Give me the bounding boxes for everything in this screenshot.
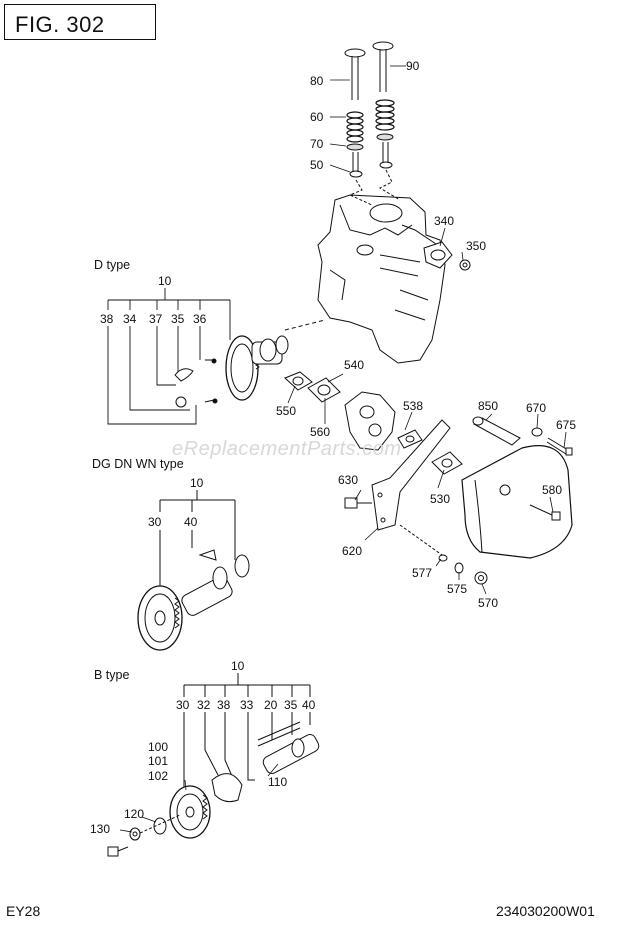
intake-and-muffler xyxy=(284,371,573,585)
label-b-120: 120 xyxy=(124,807,144,821)
label-g-10: 10 xyxy=(190,476,204,490)
label-d-37: 37 xyxy=(149,312,163,326)
label-575: 575 xyxy=(447,582,467,596)
label-540: 540 xyxy=(344,358,364,372)
label-90: 90 xyxy=(406,59,420,73)
label-d-34: 34 xyxy=(123,312,137,326)
label-b-102: 102 xyxy=(148,769,168,783)
label-b-35: 35 xyxy=(284,698,298,712)
d-type-bracket xyxy=(107,288,231,425)
label-340: 340 xyxy=(434,214,454,228)
leader-lines xyxy=(119,65,567,833)
label-b-20: 20 xyxy=(264,698,278,712)
label-b-130: 130 xyxy=(90,822,110,836)
label-d-38: 38 xyxy=(100,312,114,326)
label-b-10: 10 xyxy=(231,659,245,673)
label-d-10: 10 xyxy=(158,274,172,288)
label-670: 670 xyxy=(526,401,546,415)
label-560: 560 xyxy=(310,425,330,439)
footer-model: EY28 xyxy=(6,903,41,919)
label-b-32: 32 xyxy=(197,698,211,712)
label-b-40: 40 xyxy=(302,698,316,712)
label-d-35: 35 xyxy=(171,312,185,326)
dg-type-camshaft xyxy=(137,490,250,651)
group-label-b-type: B type xyxy=(94,668,129,682)
label-g-30: 30 xyxy=(148,515,162,529)
label-d-36: 36 xyxy=(193,312,207,326)
figure-title: FIG. 302 xyxy=(15,12,105,37)
label-b-110: 110 xyxy=(268,775,287,789)
label-b-30: 30 xyxy=(176,698,190,712)
label-538: 538 xyxy=(403,399,423,413)
label-70: 70 xyxy=(310,137,324,151)
group-label-d-type: D type xyxy=(94,258,130,272)
b-type-camshaft xyxy=(107,673,320,857)
label-630: 630 xyxy=(338,473,358,487)
group-label-dg-type: DG DN WN type xyxy=(92,457,184,471)
label-550: 550 xyxy=(276,404,296,418)
label-577: 577 xyxy=(412,566,432,580)
label-675: 675 xyxy=(556,418,576,432)
d-type-camshaft xyxy=(174,335,289,408)
label-b-101: 101 xyxy=(148,754,168,768)
label-350: 350 xyxy=(466,239,486,253)
figure-title-box: FIG. 302 xyxy=(4,4,156,40)
label-620: 620 xyxy=(342,544,362,558)
label-850: 850 xyxy=(478,399,498,413)
label-b-33: 33 xyxy=(240,698,254,712)
valve-assembly xyxy=(344,41,401,206)
label-b-100: 100 xyxy=(148,740,168,754)
label-50: 50 xyxy=(310,158,324,172)
label-g-40: 40 xyxy=(184,515,198,529)
label-80: 80 xyxy=(310,74,324,88)
footer-part-code: 234030200W01 xyxy=(496,903,595,919)
part-number-labels: 90 80 60 70 50 340 350 540 550 560 538 8… xyxy=(90,59,576,836)
label-b-38: 38 xyxy=(217,698,231,712)
engine-block xyxy=(284,194,471,364)
watermark: eReplacementParts.com xyxy=(172,438,402,460)
label-580: 580 xyxy=(542,483,562,497)
label-530: 530 xyxy=(430,492,450,506)
label-570: 570 xyxy=(478,596,498,610)
label-60: 60 xyxy=(310,110,324,124)
